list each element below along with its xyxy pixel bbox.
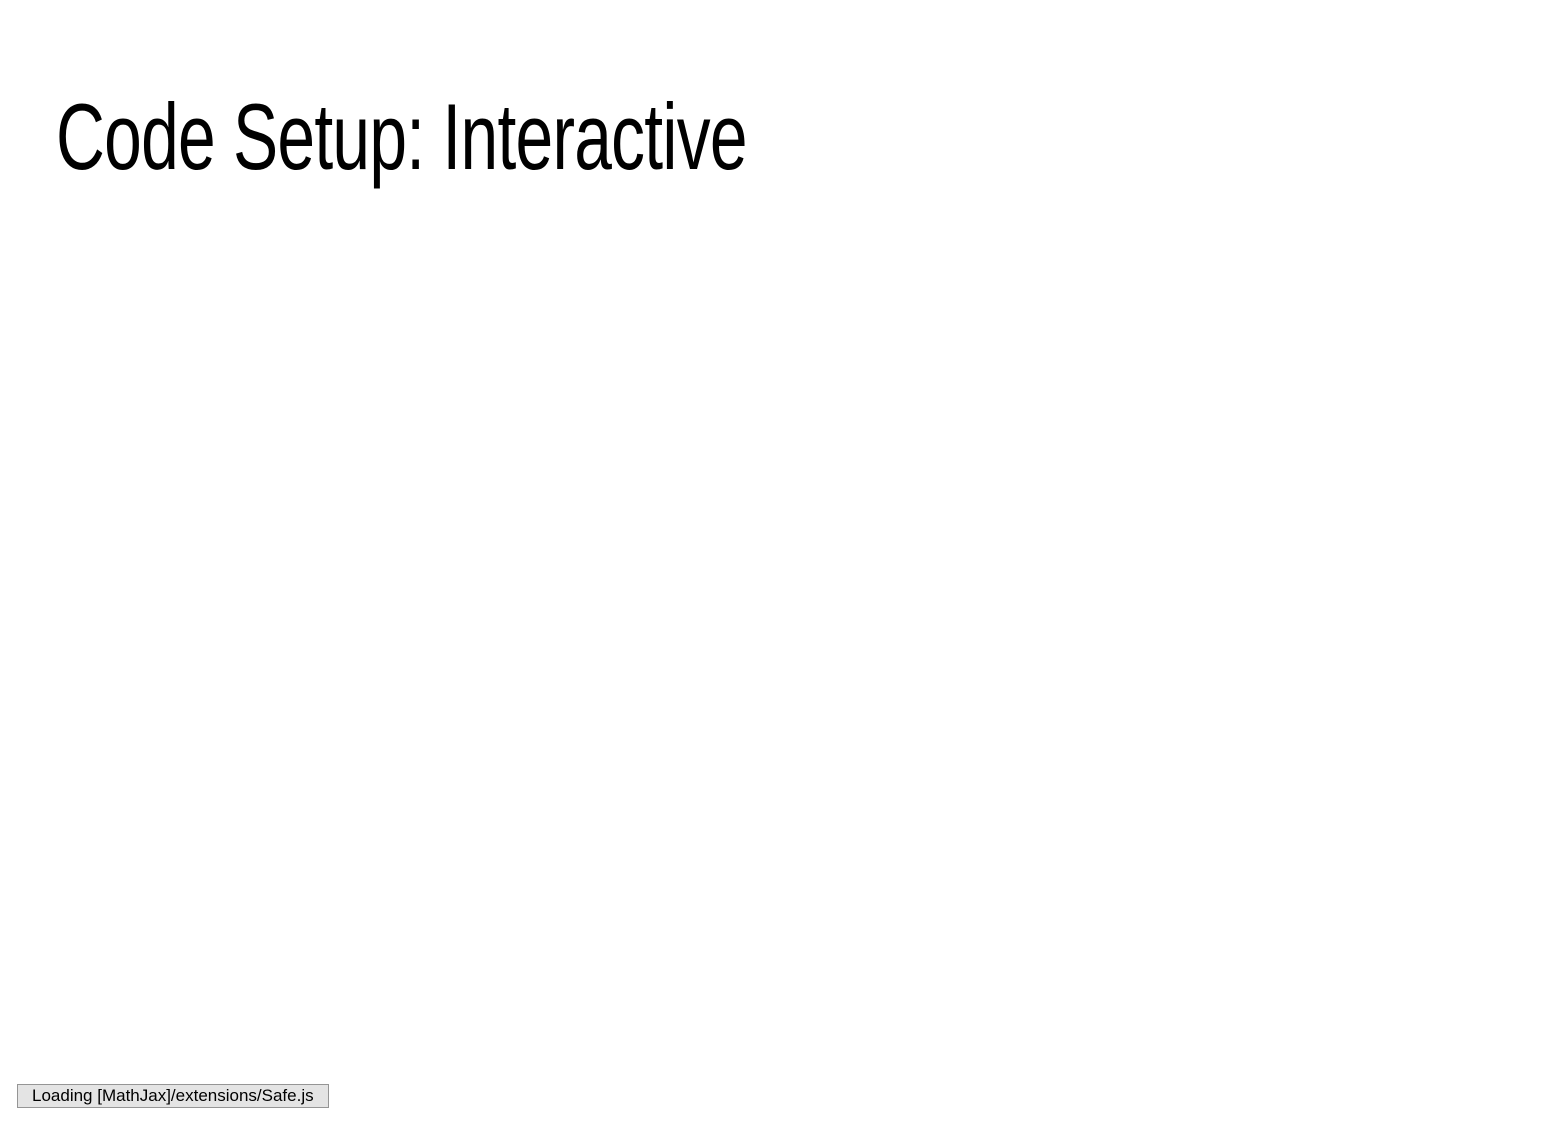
mathjax-loading-message: Loading [MathJax]/extensions/Safe.js bbox=[17, 1084, 329, 1108]
slide-title: Code Setup: Interactive bbox=[56, 84, 747, 189]
